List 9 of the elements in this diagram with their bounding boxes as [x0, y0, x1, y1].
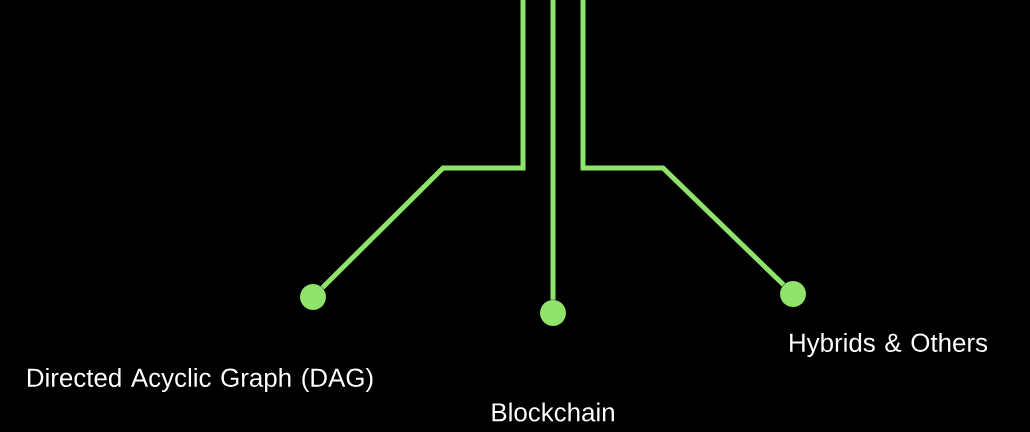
dot [300, 284, 326, 310]
node-label: Blockchain [492, 402, 614, 422]
dot [780, 281, 806, 307]
connector-line [580, 0, 786, 287]
node-label: Directed Acyclic Graph (DAG) [27, 367, 373, 393]
dot [540, 300, 566, 326]
connector-line [550, 0, 556, 300]
node-label: Hybrids & Others [790, 332, 988, 358]
connector-line [320, 0, 526, 290]
